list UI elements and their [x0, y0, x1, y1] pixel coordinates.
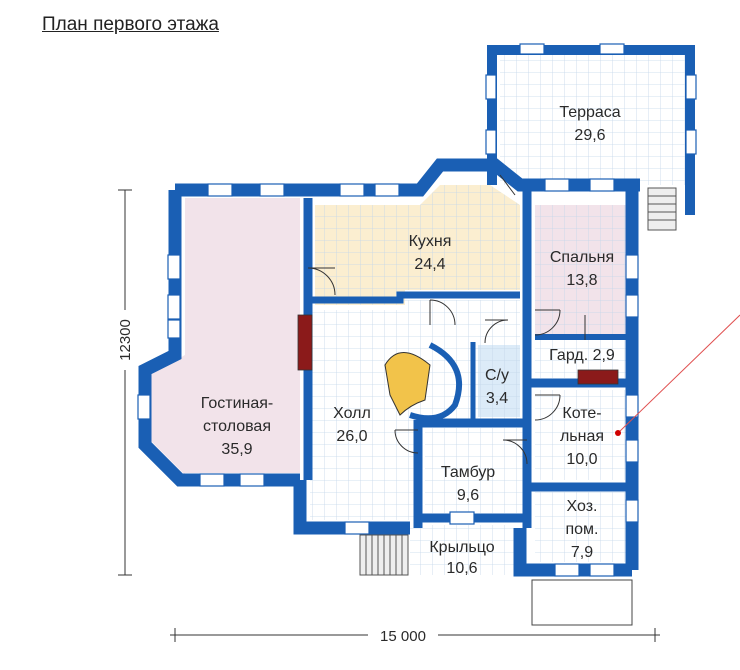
hall-name: Холл	[333, 405, 371, 422]
utility-name-2: пом.	[565, 521, 598, 538]
pointer-dot	[615, 430, 621, 436]
spiral-stairs	[384, 342, 462, 422]
room-labels: Терраса 29,6 Кухня 24,4 Спальня 13,8 Гар…	[201, 104, 621, 577]
terrace-area: 29,6	[574, 127, 605, 144]
porch-area: 10,6	[446, 560, 477, 577]
kitchen-name: Кухня	[409, 233, 452, 250]
living-area: 35,9	[221, 441, 252, 458]
bedroom-name: Спальня	[550, 249, 614, 266]
windows	[137, 43, 697, 577]
living-name-1: Гостиная-	[201, 395, 273, 412]
room-fills	[150, 55, 685, 626]
kitchen-area: 24,4	[414, 256, 445, 273]
utility-area: 7,9	[571, 544, 593, 561]
fireplace	[297, 314, 313, 371]
boiler-name-1: Коте-	[562, 405, 601, 422]
vestibule-name: Тамбур	[441, 464, 495, 481]
doors	[307, 174, 586, 465]
wc-area: 3,4	[486, 390, 508, 407]
terrace-name: Терраса	[559, 104, 620, 121]
boiler-area: 10,0	[566, 451, 597, 468]
bedroom-area: 13,8	[566, 272, 597, 289]
living-floor	[185, 198, 300, 473]
wc-name: С/у	[485, 367, 509, 384]
vestibule-area: 9,6	[457, 487, 479, 504]
hall-area: 26,0	[336, 428, 367, 445]
utility-name-1: Хоз.	[567, 498, 598, 515]
wardrobe-label: Гард. 2,9	[549, 347, 615, 364]
page-title: План первого этажа	[42, 14, 219, 35]
porch-steps	[359, 187, 677, 576]
boiler-unit	[577, 369, 619, 385]
living-name-2: столовая	[203, 418, 271, 435]
height-dimension: 12300	[117, 319, 134, 361]
boiler-name-2: льная	[560, 428, 604, 445]
outside-box	[531, 579, 633, 626]
width-dimension: 15 000	[380, 628, 426, 645]
outer-wall-bottom-left	[293, 480, 410, 535]
pointer-line	[617, 314, 740, 434]
porch-name: Крыльцо	[429, 539, 494, 556]
wall-kitchen-bottom	[310, 291, 520, 304]
